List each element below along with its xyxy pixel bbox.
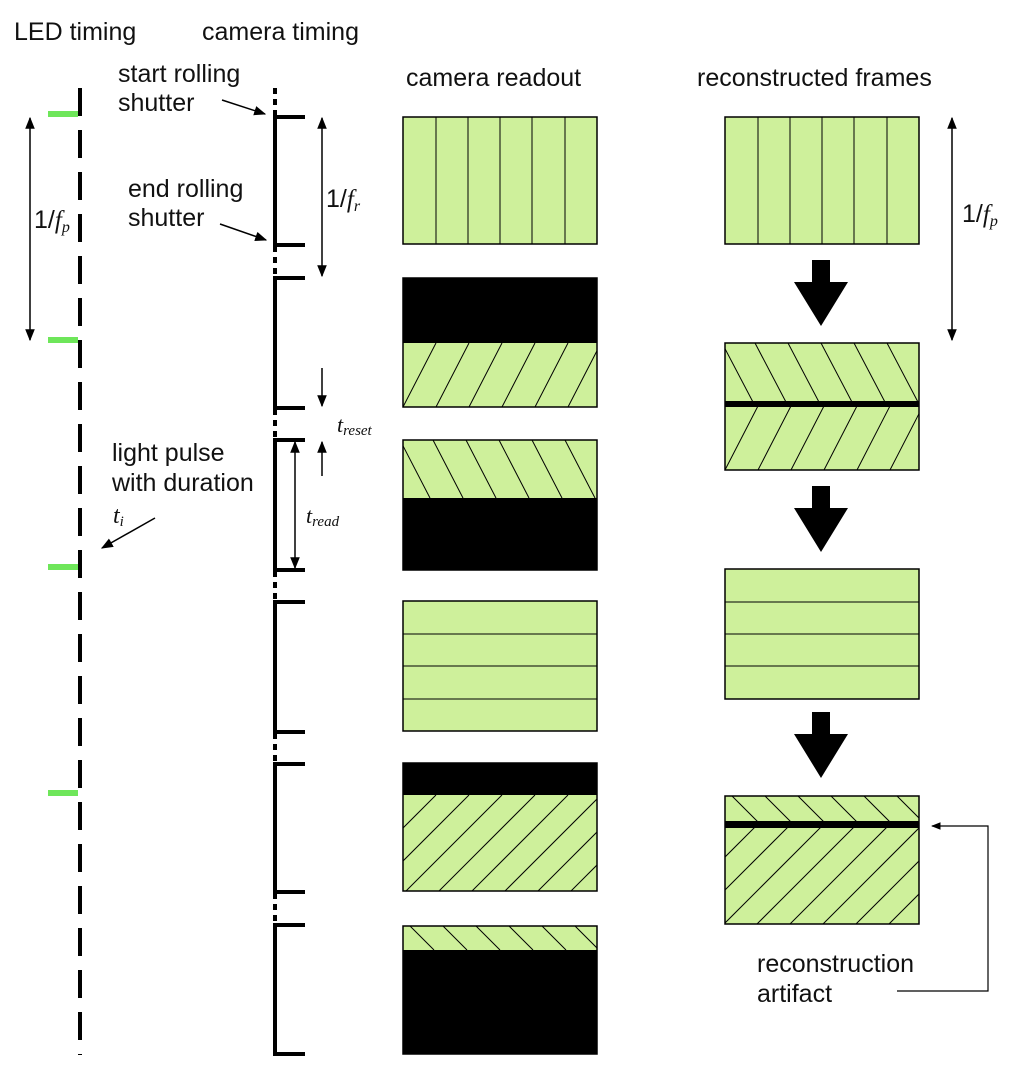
header-camera-readout: camera readout bbox=[406, 64, 581, 92]
recon-frame-4 bbox=[724, 795, 920, 925]
recon-frame-3 bbox=[724, 568, 920, 700]
recon-frame-2 bbox=[724, 342, 920, 471]
camera-timeline bbox=[273, 88, 305, 1056]
label-one-over-fr: 1/fr bbox=[326, 185, 361, 215]
arrow-recon-artifact bbox=[897, 822, 989, 992]
header-led-timing: LED timing bbox=[14, 18, 136, 46]
readout-frame-4 bbox=[402, 600, 598, 732]
readout-frame-5 bbox=[402, 762, 598, 892]
camera-frame-bracket-5 bbox=[273, 762, 305, 894]
label-one-over-fp-left: 1/fp bbox=[34, 206, 70, 236]
recon-frame-1 bbox=[724, 116, 920, 245]
label-recon-artifact-2: artifact bbox=[757, 980, 832, 1008]
camera-frame-bracket-6 bbox=[273, 923, 305, 1056]
led-pulse-1 bbox=[48, 111, 78, 117]
arrow-start-rolling bbox=[221, 99, 267, 116]
label-end-rolling-1: end rolling bbox=[128, 175, 243, 203]
camera-frame-bracket-1 bbox=[273, 115, 305, 247]
camera-frame-bracket-2 bbox=[273, 276, 305, 410]
readout-frame-2 bbox=[402, 277, 598, 408]
label-one-over-fp-right: 1/fp bbox=[962, 200, 998, 230]
big-arrow-3 bbox=[794, 712, 848, 778]
label-light-pulse-1: light pulse bbox=[112, 439, 225, 467]
led-pulse-3 bbox=[48, 564, 78, 570]
camera-frame-bracket-3 bbox=[273, 438, 305, 572]
label-recon-artifact-1: reconstruction bbox=[757, 950, 914, 978]
readout-frame-1 bbox=[402, 116, 598, 245]
big-arrow-1 bbox=[794, 260, 848, 326]
header-camera-timing: camera timing bbox=[202, 18, 359, 46]
led-pulses bbox=[48, 111, 78, 796]
big-arrow-2 bbox=[794, 486, 848, 552]
flow-arrows bbox=[794, 260, 848, 778]
label-start-rolling-1: start rolling bbox=[118, 60, 240, 88]
label-light-pulse-2: with duration bbox=[111, 469, 254, 497]
header-reconstructed-frames: reconstructed frames bbox=[697, 64, 932, 92]
led-pulse-2 bbox=[48, 337, 78, 343]
label-t-read: tread bbox=[306, 503, 340, 530]
label-t-reset: treset bbox=[337, 412, 373, 439]
camera-frame-bracket-4 bbox=[273, 600, 305, 734]
label-end-rolling-2: shutter bbox=[128, 204, 204, 232]
arrow-end-rolling bbox=[219, 223, 268, 241]
led-pulse-4 bbox=[48, 790, 78, 796]
label-t-i: ti bbox=[113, 503, 124, 530]
readout-frame-3 bbox=[402, 439, 598, 571]
readout-frame-6 bbox=[402, 925, 598, 1055]
arrow-light-pulse bbox=[100, 517, 156, 549]
label-start-rolling-2: shutter bbox=[118, 89, 194, 117]
